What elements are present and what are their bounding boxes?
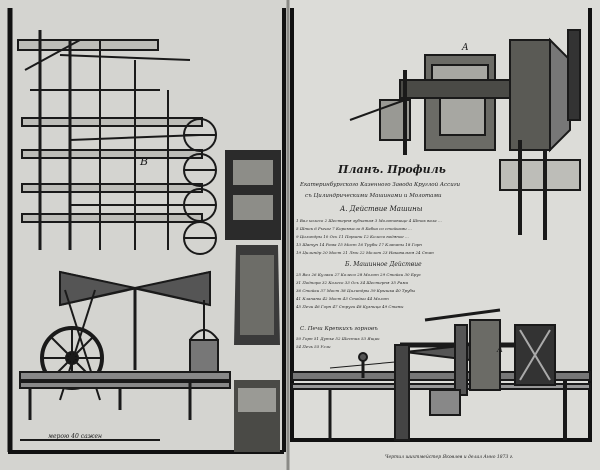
label-b: B [139,155,148,168]
legend-line: 50 Горн 51 Дутье 52 Шестик 53 Ящик [296,336,380,341]
subtitle-line-2: съ Цилиндрическими Машинами и Молотами [305,193,442,199]
scale-text: мерою 40 сажен [48,433,102,440]
legend-line: 41 Клапаны 42 Мост 43 Стойки 44 Молот [295,296,389,301]
furnace-plan [225,150,281,452]
footer-note: Чертил шихтмейстер Яковлев и делал Анно … [385,454,514,460]
legend-line: 25 Вал 26 Кулаки 27 Колесо 28 Молот 29 С… [295,272,422,277]
plan-cylinder-machine [17,30,217,255]
profile-hammer [291,308,591,441]
legend-line: 13 Шатун 14 Рама 15 Мост 16 Трубы 17 Кла… [296,242,422,247]
right-frame [290,8,592,442]
section-a-heading: А. Действие Машины [339,205,423,213]
section-c-heading: С. Печи Крепкихъ горновъ [300,326,378,332]
legend-line: 54 Печь 55 Угли [296,344,331,349]
title: Планъ. Профиль [337,163,446,176]
subtitle-line-1: Екатеринбургского Казенного Завода Кругл… [299,181,461,188]
legend-line: 19 Цилиндр 20 Мост 21 Люк 22 Молот 23 На… [296,250,434,255]
plan-hammer-mill [349,29,581,240]
legend-line: 36 Стойки 37 Мост 38 Цилиндры 39 Крышка … [296,288,415,293]
section-b-heading: Б. Машинное Действие [344,261,422,268]
legend-line: 31 Подпора 32 Колесо 33 Ось 34 Шестерня … [296,280,409,285]
legend-line: 45 Печи 46 Горн 47 Струги 48 Кузница 49 … [295,304,404,309]
label-a-top: A [461,43,469,53]
legend-line: 5 Шток 6 Рычаг 7 Коромысло 8 Бабка со ст… [296,226,412,231]
legend-line: 1 Вал колесо 2 Шестерня зубчатая 3 Молот… [296,218,442,223]
legend-line: 9 Цилиндры 10 Ось 11 Поршни 12 Колесо во… [296,234,409,239]
title-block: Планъ. Профиль Екатеринбургского Казенно… [295,163,461,349]
profile-blowing-engine [19,270,231,441]
label-a-bottom: A [496,345,503,354]
